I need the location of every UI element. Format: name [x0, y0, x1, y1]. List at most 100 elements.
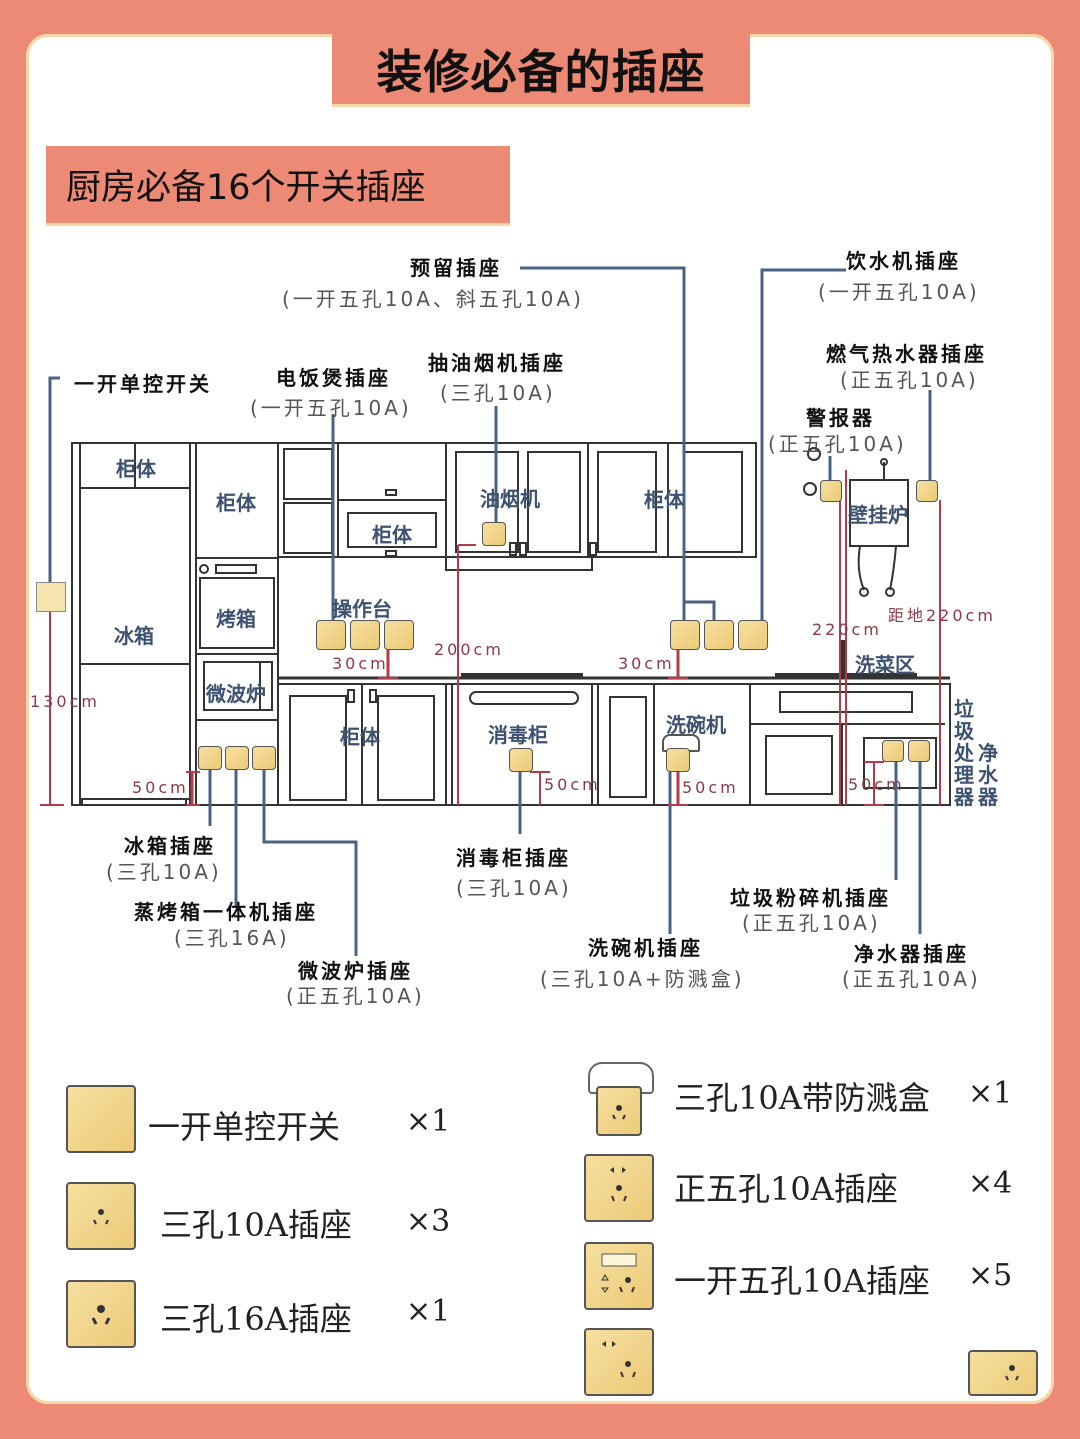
zone-range-hood: 油烟机: [480, 487, 540, 511]
callout-gas-heater-spec: (正五孔10A): [840, 368, 979, 392]
upper-drawer: [347, 512, 437, 548]
zone-garbage-disposer: 垃圾处理器: [954, 697, 974, 809]
measure-disinfection: 50cm: [544, 775, 601, 794]
dimension-lines: [40, 470, 941, 806]
section-title-text: 厨房必备16个开关插座: [66, 168, 426, 208]
leader-microwave: [262, 770, 358, 956]
measure-boiler-right: 距地220cm: [888, 606, 996, 625]
five-pin-socket-icon: [820, 480, 842, 502]
callout-rice-cooker-spec: (一开五孔10A): [250, 396, 412, 420]
section-title: 厨房必备16个开关插座: [46, 146, 510, 226]
alarm-icon-2: [803, 482, 817, 496]
three-pin-socket-icon: [482, 522, 506, 546]
callout-reserved-spec: (一开五孔10A、斜五孔10A): [282, 287, 584, 311]
legend-count: ×3: [406, 1204, 451, 1239]
switched-five-pin-socket-icon: [384, 620, 414, 650]
callout-reserved-name: 预留插座: [410, 256, 502, 280]
callout-microwave-spec: (正五孔10A): [286, 984, 425, 1008]
callout-range-hood-spec: (三孔10A): [440, 381, 556, 405]
callout-dishwasher-spec: (三孔10A+防溅盒): [540, 967, 745, 991]
leader-switch: [48, 376, 60, 584]
switched-five-pin-socket-icon: [316, 620, 346, 650]
measure-switch-height: 130cm: [30, 692, 100, 711]
zone-cabinet: 柜体: [372, 523, 412, 547]
legend-label: 三孔10A插座: [160, 1206, 352, 1244]
zone-sink: 洗菜区: [855, 653, 915, 677]
legend-label: 一开五孔10A插座: [674, 1262, 930, 1300]
three-pin-socket-icon: [509, 748, 533, 772]
callout-fridge-name: 冰箱插座: [124, 834, 216, 858]
base-cabinets: [277, 683, 951, 806]
callout-garbage-disposer-spec: (正五孔10A): [742, 911, 881, 935]
callout-fridge-spec: (三孔10A): [106, 860, 222, 884]
leader-reserved: [520, 266, 686, 622]
zone-cabinet: 柜体: [216, 491, 256, 515]
legend-count: ×1: [406, 1104, 451, 1139]
single-switch-icon: [66, 1085, 136, 1153]
callout-steam-oven-spec: (三孔16A): [174, 926, 290, 950]
five-pin-socket-icon: [916, 480, 938, 502]
legend-label: 正五孔10A插座: [674, 1170, 898, 1208]
oblique-five-pin-icon: [584, 1328, 654, 1396]
zone-fridge: 冰箱: [114, 624, 154, 648]
callout-alarm-spec: (正五孔10A): [768, 432, 907, 456]
page-title: 装修必备的插座: [332, 34, 750, 107]
three-pin-socket-icon: [225, 746, 249, 770]
three-pin-16a-icon: [66, 1280, 136, 1348]
boiler-outline: [849, 479, 909, 547]
switch-plate-icon: [36, 582, 66, 612]
callout-dishwasher-name: 洗碗机插座: [588, 936, 703, 960]
zone-boiler: 壁挂炉: [848, 503, 908, 527]
five-pin-icon: [584, 1154, 654, 1222]
zone-cabinet: 柜体: [340, 725, 380, 749]
zone-disinfection: 消毒柜: [488, 723, 548, 747]
range-hood-outline: [445, 557, 593, 571]
switched-five-pin-socket-icon: [738, 620, 768, 650]
legend-label: 三孔16A插座: [160, 1300, 352, 1338]
legend-count: ×5: [968, 1258, 1013, 1293]
measure-dishwasher: 50cm: [682, 778, 739, 797]
cooktop: [461, 673, 583, 679]
legend-label: 三孔10A带防溅盒: [674, 1079, 930, 1117]
measure-sink-under: 50cm: [848, 775, 905, 794]
callout-water-dispenser-name: 饮水机插座: [846, 249, 961, 273]
zone-dishwasher: 洗碗机: [666, 713, 726, 737]
five-pin-socket-icon: [882, 740, 904, 762]
switched-five-pin-socket-icon: [704, 620, 734, 650]
three-pin-partial-icon: [968, 1350, 1038, 1396]
upper-cabinets: [277, 442, 757, 558]
three-pin-socket-icon: [198, 746, 222, 770]
zone-oven: 烤箱: [216, 607, 256, 631]
leader-lines: [48, 266, 932, 956]
five-pin-socket-icon: [670, 620, 700, 650]
legend-count: ×4: [968, 1166, 1013, 1201]
measure-worktop-right: 30cm: [618, 654, 675, 673]
page-title-text: 装修必备的插座: [376, 45, 706, 99]
callout-gas-heater-name: 燃气热水器插座: [826, 342, 987, 366]
callout-alarm-name: 警报器: [806, 406, 875, 430]
zone-worktop: 操作台: [332, 597, 392, 621]
legend-count: ×1: [968, 1076, 1013, 1111]
zone-purifier: 净水器: [978, 741, 998, 809]
measure-boiler-left: 220cm: [812, 620, 882, 639]
legend-count: ×1: [406, 1294, 451, 1329]
measure-worktop-left: 30cm: [332, 654, 389, 673]
measure-hood-height: 200cm: [434, 640, 504, 659]
alarm-icon: [807, 447, 821, 461]
callout-disinfection-spec: (三孔10A): [456, 876, 572, 900]
switched-five-pin-socket-icon: [350, 620, 380, 650]
zone-cabinet: 柜体: [644, 488, 684, 512]
three-pin-socket-icon: [666, 748, 690, 772]
callout-microwave-name: 微波炉插座: [298, 959, 413, 983]
three-pin-splash-icon: [596, 1086, 642, 1136]
callout-range-hood-name: 抽油烟机插座: [428, 351, 566, 375]
zone-microwave: 微波炉: [206, 682, 266, 706]
disinfection-handle: [469, 691, 579, 705]
three-pin-16a-socket-icon: [252, 746, 276, 770]
leader-water-dispenser: [760, 268, 846, 622]
five-pin-socket-icon: [908, 740, 930, 762]
callout-disinfection-name: 消毒柜插座: [456, 846, 571, 870]
callout-water-purifier-name: 净水器插座: [854, 942, 969, 966]
callout-switch-name: 一开单控开关: [74, 372, 212, 396]
